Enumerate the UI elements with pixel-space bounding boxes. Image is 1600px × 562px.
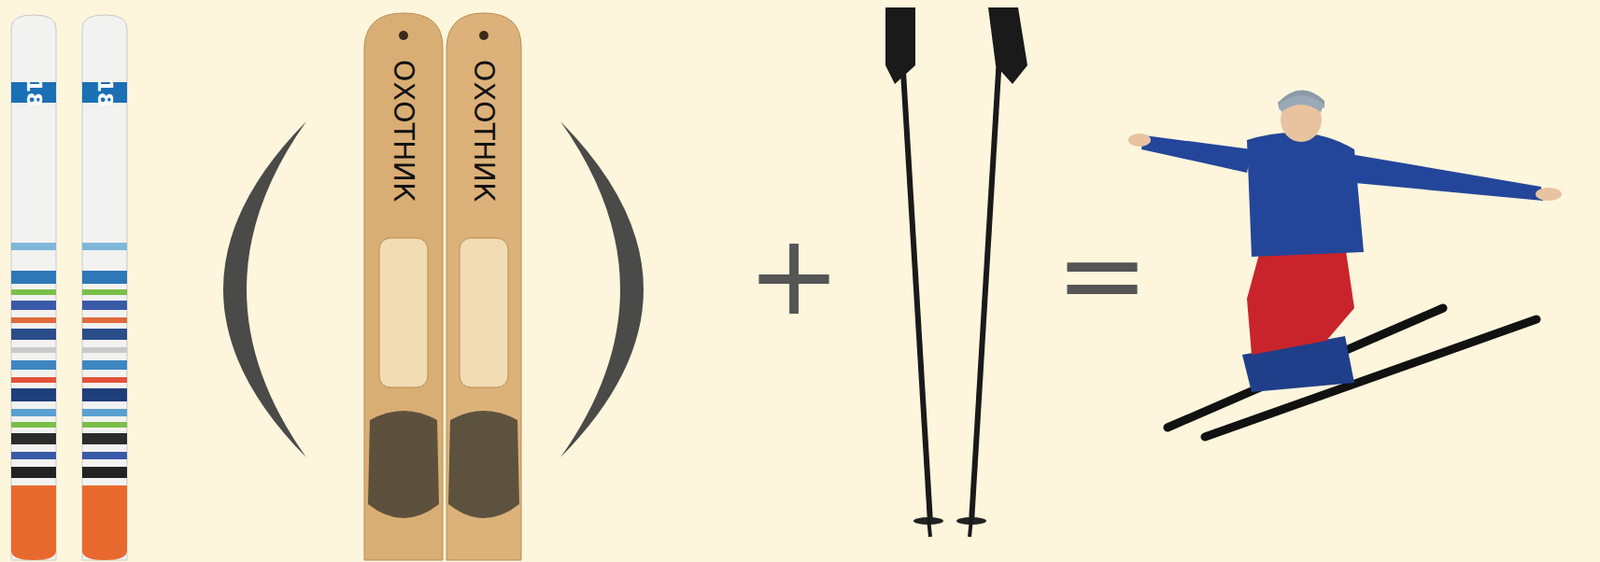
right-parenthesis bbox=[560, 121, 644, 458]
wooden-skis bbox=[364, 13, 522, 561]
skier-figure bbox=[1128, 89, 1562, 438]
ski-brand: ОХОТНИК bbox=[389, 59, 418, 202]
modern-skis bbox=[11, 14, 128, 561]
ski-number: 18 bbox=[94, 78, 115, 108]
ski-poles bbox=[885, 7, 1028, 538]
plus-sign: + bbox=[747, 219, 842, 332]
ski-number: 18 bbox=[23, 78, 44, 108]
ski-brand: ОХОТНИК bbox=[469, 59, 498, 202]
equals-sign: = bbox=[1055, 219, 1150, 332]
left-parenthesis bbox=[223, 121, 307, 458]
